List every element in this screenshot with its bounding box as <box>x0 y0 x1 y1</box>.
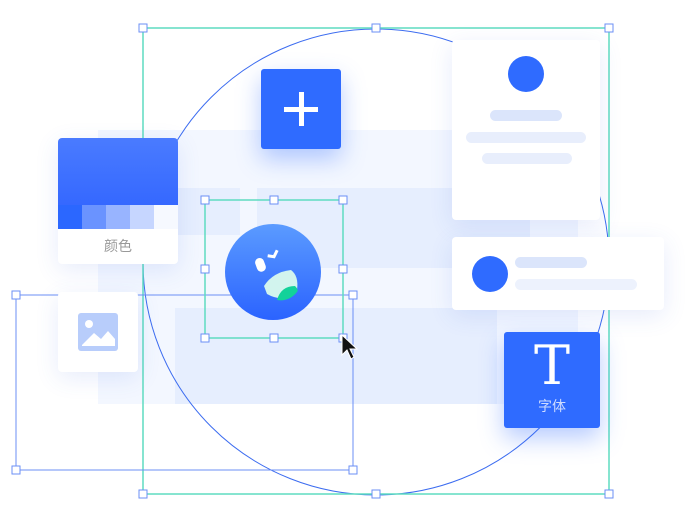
emoji-selection[interactable] <box>195 190 365 360</box>
avatar-icon <box>508 56 544 92</box>
profile-card[interactable] <box>452 40 600 220</box>
avatar-icon <box>472 256 508 292</box>
image-card[interactable] <box>58 292 138 372</box>
cursor-icon <box>341 334 359 360</box>
font-glyph: T <box>533 334 571 397</box>
emoji-icon <box>225 224 321 320</box>
list-item-card[interactable] <box>452 237 664 310</box>
color-card[interactable]: 颜色 <box>58 138 178 264</box>
font-card[interactable]: T 字体 <box>504 332 600 428</box>
color-label: 颜色 <box>104 239 132 255</box>
add-button[interactable] <box>261 69 341 149</box>
selection-frame-blue <box>15 294 354 471</box>
font-label: 字体 <box>538 399 566 415</box>
image-icon <box>78 313 118 351</box>
